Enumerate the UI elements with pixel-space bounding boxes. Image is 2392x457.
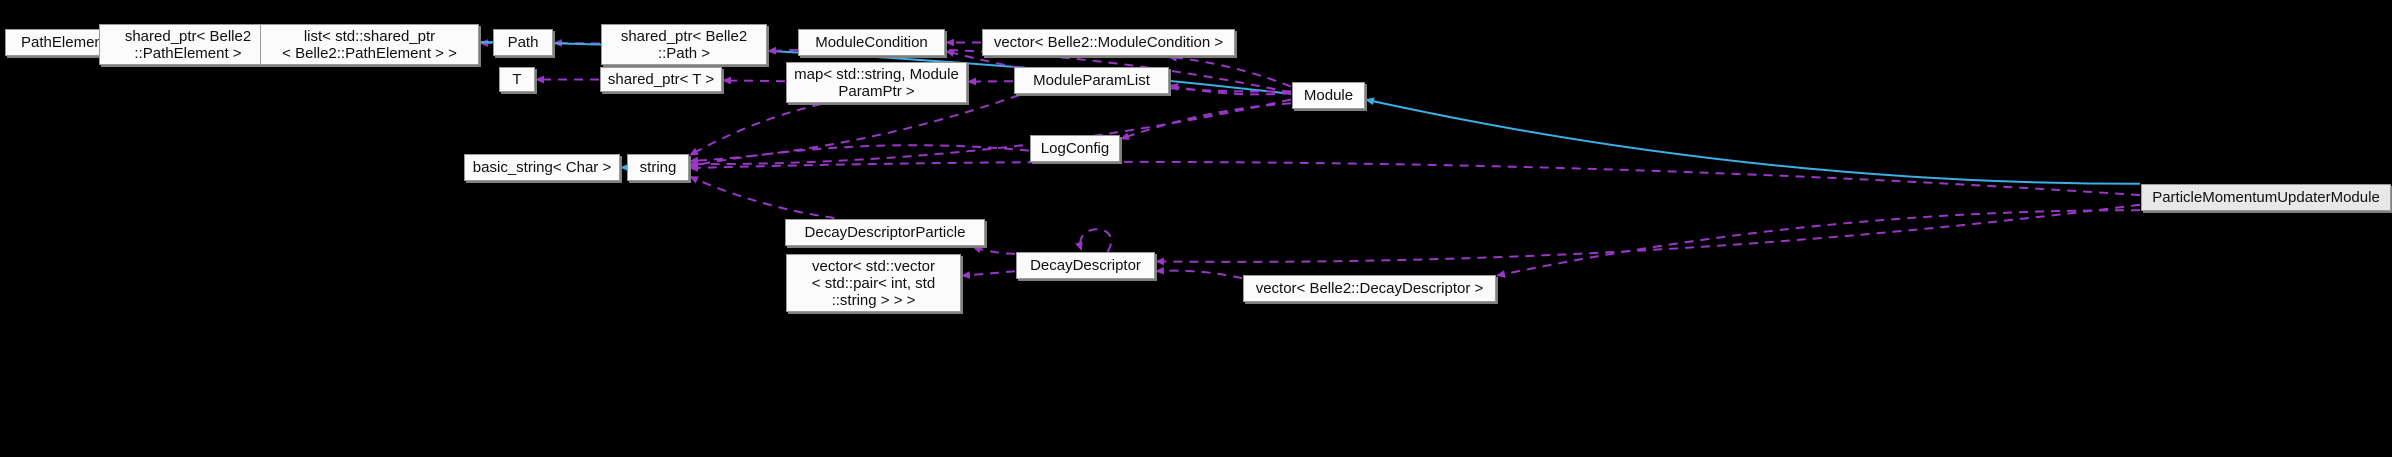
class-node-t[interactable]: T: [499, 67, 535, 92]
edge-decaydescriptor-to-ddp: [972, 245, 1016, 255]
class-node-sp_t[interactable]: shared_ptr< T >: [600, 67, 722, 92]
class-node-ddp[interactable]: DecayDescriptorParticle: [785, 219, 985, 246]
class-node-vec_dd[interactable]: vector< Belle2::DecayDescriptor >: [1243, 275, 1496, 302]
edge-module-to-vec_modcond: [1167, 53, 1292, 88]
class-node-path[interactable]: Path: [493, 29, 553, 56]
class-node-map_mpp[interactable]: map< std::string, Module ParamPtr >: [786, 62, 967, 103]
class-node-list_sp_pe[interactable]: list< std::shared_ptr < Belle2::PathElem…: [260, 24, 479, 65]
class-node-sp_path[interactable]: shared_ptr< Belle2 ::Path >: [601, 24, 767, 65]
class-node-vec_vec_pair[interactable]: vector< std::vector < std::pair< int, st…: [786, 254, 961, 312]
class-node-basic_string[interactable]: basic_string< Char >: [464, 154, 620, 181]
edge-pmum-to-vec_dd: [1496, 209, 2141, 278]
edge-vec_dd-to-decaydescriptor: [1155, 266, 1243, 280]
class-node-moduleparamlist[interactable]: ModuleParamList: [1014, 67, 1169, 94]
edge-map_mpp-to-string: [689, 103, 822, 156]
edge-module-to-string: [689, 98, 1292, 169]
class-node-logconfig[interactable]: LogConfig: [1030, 135, 1120, 162]
edge-moduleparamlist-to-string: [689, 94, 1020, 165]
edge-pmum-to-string: [689, 160, 2141, 197]
edge-decaydescriptor-to-decaydescriptor: [1075, 228, 1112, 253]
class-node-sp_pathelement[interactable]: shared_ptr< Belle2 ::PathElement >: [99, 24, 277, 65]
class-node-vec_modcond[interactable]: vector< Belle2::ModuleCondition >: [982, 29, 1235, 56]
class-node-decaydescriptor[interactable]: DecayDescriptor: [1016, 252, 1155, 279]
edge-map_mpp-to-sp_t: [722, 76, 786, 85]
class-node-pmum[interactable]: ParticleMomentumUpdaterModule: [2141, 184, 2391, 211]
edge-module-to-logconfig: [1120, 102, 1292, 140]
class-node-module[interactable]: Module: [1292, 82, 1365, 109]
edge-decaydescriptor-to-vec_vec_pair: [961, 270, 1016, 279]
edge-ddp-to-string: [689, 175, 835, 219]
class-node-modulecondition[interactable]: ModuleCondition: [798, 29, 945, 56]
class-node-string[interactable]: string: [627, 154, 689, 181]
edge-logconfig-to-string: [689, 144, 1030, 169]
edge-pmum-to-module: [1365, 97, 2141, 185]
